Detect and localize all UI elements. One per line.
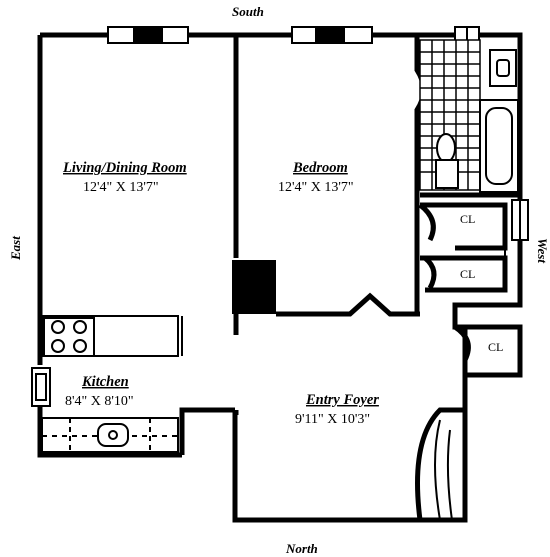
structural-column: [232, 260, 276, 314]
bathroom: [419, 39, 520, 198]
bath-sink: [489, 49, 517, 87]
compass-east-label: East: [8, 236, 23, 261]
bedroom-name: Bedroom: [292, 160, 348, 176]
entry-door: [415, 407, 465, 521]
kitchen-dims: 8'4" X 8'10": [65, 394, 134, 409]
closet-label: CL: [460, 267, 475, 281]
toilet: [435, 133, 459, 189]
kitchen-sink: [97, 423, 129, 447]
living-room-dims: 12'4" X 13'7": [83, 180, 159, 195]
stove: [43, 317, 95, 357]
west-window: [511, 199, 529, 241]
compass-south-label: South: [232, 4, 264, 19]
compass-west-label: West: [535, 238, 550, 263]
kitchen-name: Kitchen: [81, 374, 129, 390]
bedroom-dims: 12'4" X 13'7": [278, 180, 354, 195]
closets: CL CL CL: [418, 202, 523, 378]
interior-walls: [232, 35, 426, 415]
foyer-name: Entry Foyer: [305, 392, 379, 408]
south-windows: [107, 26, 480, 44]
closet-label: CL: [488, 340, 503, 354]
closet-label: CL: [460, 212, 475, 226]
foyer-dims: 9'11" X 10'3": [295, 412, 370, 427]
living-room-name: Living/Dining Room: [62, 160, 187, 176]
compass-north-label: North: [285, 541, 318, 556]
kitchen-fixtures: [31, 315, 183, 453]
